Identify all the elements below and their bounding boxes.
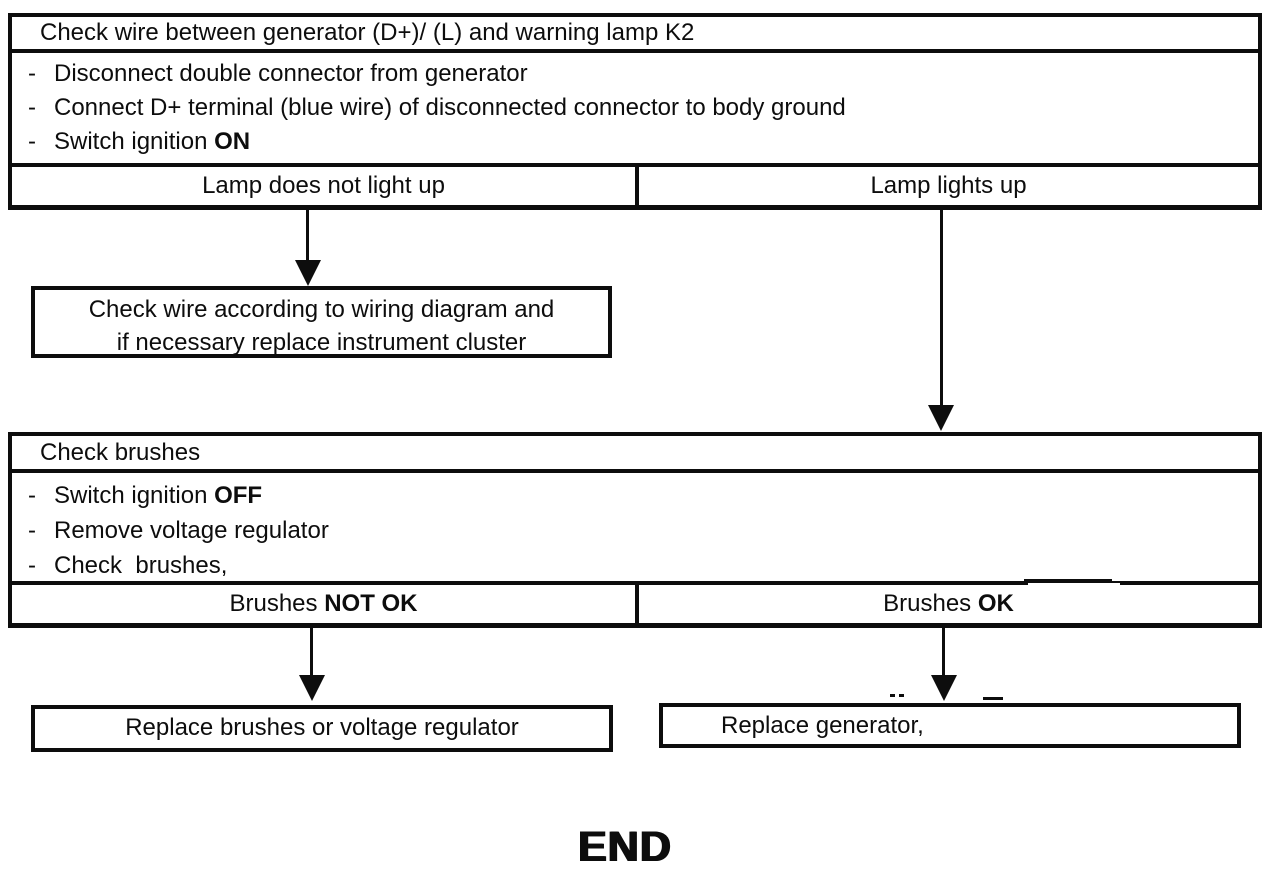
action-text-bold: OFF	[214, 482, 263, 509]
result-brushes-box: Replace brushes or voltage regulator	[31, 705, 613, 752]
arrow-line-left-1	[306, 210, 309, 262]
scan-speck	[983, 697, 1003, 700]
outcome-brushes-not-ok: Brushes NOT OK	[12, 585, 639, 623]
end-label: END	[578, 823, 672, 871]
arrow-line-right-1	[940, 210, 943, 407]
arrow-line-right-2	[942, 628, 945, 677]
result-brushes-label: Replace brushes or voltage regulator	[125, 714, 519, 741]
result-wiring-line1: Check wire according to wiring diagram a…	[88, 296, 555, 323]
action-item: - Connect D+ terminal (blue wire) of dis…	[12, 91, 1258, 125]
step1-box: Check wire between generator (D+)/ (L) a…	[8, 13, 1262, 210]
action-text: Check brushes,	[54, 552, 228, 579]
action-text-bold: ON	[214, 128, 251, 155]
action-text: Disconnect double connector from generat…	[54, 60, 528, 87]
step2-actions: - Switch ignition OFF - Remove voltage r…	[12, 478, 1258, 583]
action-text: Switch ignition	[54, 482, 215, 509]
action-item: - Check brushes,	[12, 548, 1258, 583]
step2-title: Check brushes	[12, 436, 1258, 473]
action-text: Switch ignition	[54, 128, 215, 155]
bullet-dash: -	[28, 60, 36, 87]
result-generator-box: Replace generator,	[659, 703, 1241, 748]
action-item: - Switch ignition ON	[12, 125, 1258, 159]
down-arrow-icon	[931, 675, 957, 701]
arrow-line-left-2	[310, 628, 313, 677]
result-generator-label: Replace generator,	[721, 712, 924, 739]
action-item: - Remove voltage regulator	[12, 513, 1258, 548]
action-text: Connect D+ terminal (blue wire) of disco…	[54, 94, 846, 121]
bullet-dash: -	[28, 128, 36, 155]
outcome-lamp-not-lit: Lamp does not light up	[12, 167, 639, 205]
down-arrow-icon	[299, 675, 325, 701]
down-arrow-icon	[928, 405, 954, 431]
step2-box: Check brushes - Switch ignition OFF - Re…	[8, 432, 1262, 628]
action-text: Remove voltage regulator	[54, 517, 329, 544]
step1-title: Check wire between generator (D+)/ (L) a…	[12, 17, 1258, 53]
step2-outcomes: Brushes NOT OK Brushes OK	[12, 581, 1258, 623]
scan-artifact-gap	[1028, 583, 1120, 590]
scan-speck	[890, 694, 895, 697]
outcome-lamp-lit: Lamp lights up	[870, 172, 1027, 199]
bullet-dash: -	[28, 517, 36, 544]
down-arrow-icon	[295, 260, 321, 286]
result-wiring-line2: if necessary replace instrument cluster	[116, 329, 527, 356]
result-wiring-box: Check wire according to wiring diagram a…	[31, 286, 612, 358]
action-item: - Switch ignition OFF	[12, 478, 1258, 513]
bullet-dash: -	[28, 552, 36, 579]
step1-outcomes: Lamp does not light up Lamp lights up	[12, 163, 1258, 205]
scan-artifact-line	[1024, 579, 1112, 582]
bullet-dash: -	[28, 94, 36, 121]
outcome-brushes-ok: Brushes OK	[883, 590, 1014, 617]
step1-actions: - Disconnect double connector from gener…	[12, 57, 1258, 159]
action-item: - Disconnect double connector from gener…	[12, 57, 1258, 91]
bullet-dash: -	[28, 482, 36, 509]
